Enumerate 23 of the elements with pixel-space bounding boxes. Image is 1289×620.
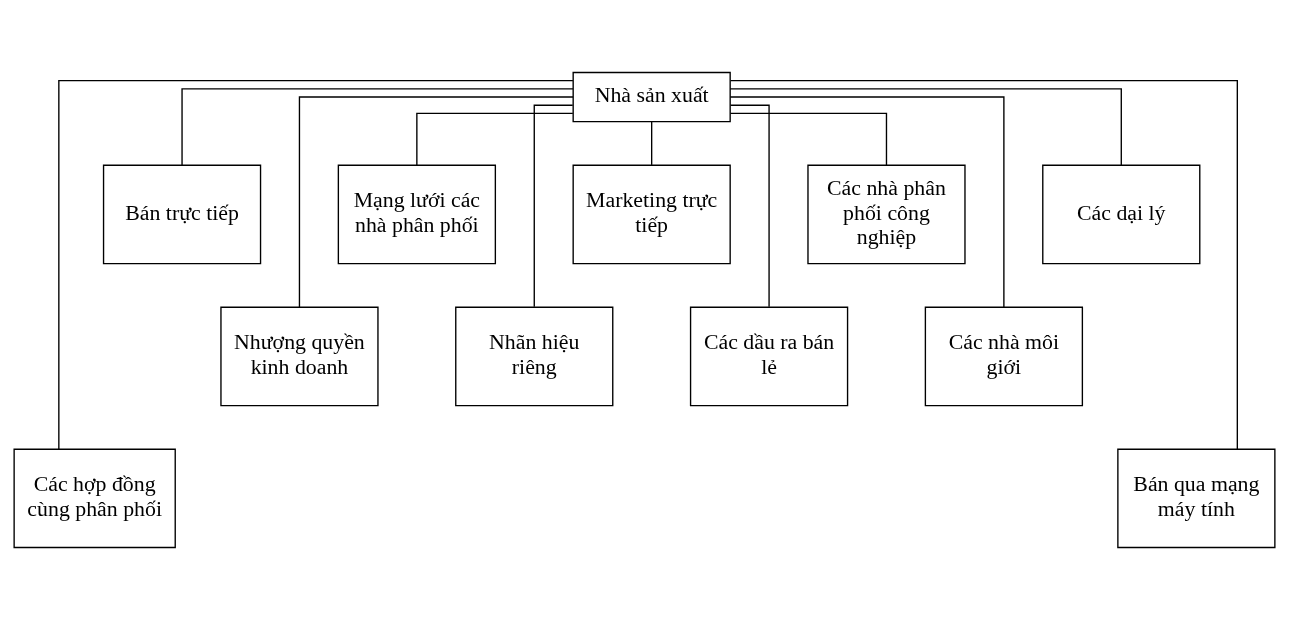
node-box: Các nhà môi giới	[924, 306, 1084, 407]
node-box: Các hợp đồng cùng phân phối	[13, 448, 176, 549]
node-box: Các dại lý	[1042, 164, 1201, 265]
node-box: Bán trực tiếp	[102, 164, 262, 265]
node-box: Bán qua mạng máy tính	[1117, 448, 1276, 549]
connector	[729, 104, 770, 308]
node-box: Các dầu ra bán lẻ	[689, 306, 849, 407]
connector	[416, 112, 574, 166]
connector	[298, 96, 574, 308]
connector	[729, 112, 888, 166]
node-box: Mạng lưới các nhà phân phối	[337, 164, 497, 265]
connector	[58, 79, 574, 450]
connector	[729, 88, 1122, 166]
node-box: Marketing trực tiếp	[572, 164, 731, 265]
node-box: Nhà sản xuất	[572, 71, 731, 123]
connector	[533, 104, 574, 308]
connector	[729, 79, 1238, 450]
node-box: Các nhà phân phối công nghiệp	[807, 164, 966, 265]
connector	[729, 96, 1005, 308]
connector	[651, 121, 653, 166]
connector	[181, 88, 574, 166]
node-box: Nhượng quyền kinh doanh	[220, 306, 379, 407]
node-box: Nhãn hiệu riêng	[455, 306, 614, 407]
